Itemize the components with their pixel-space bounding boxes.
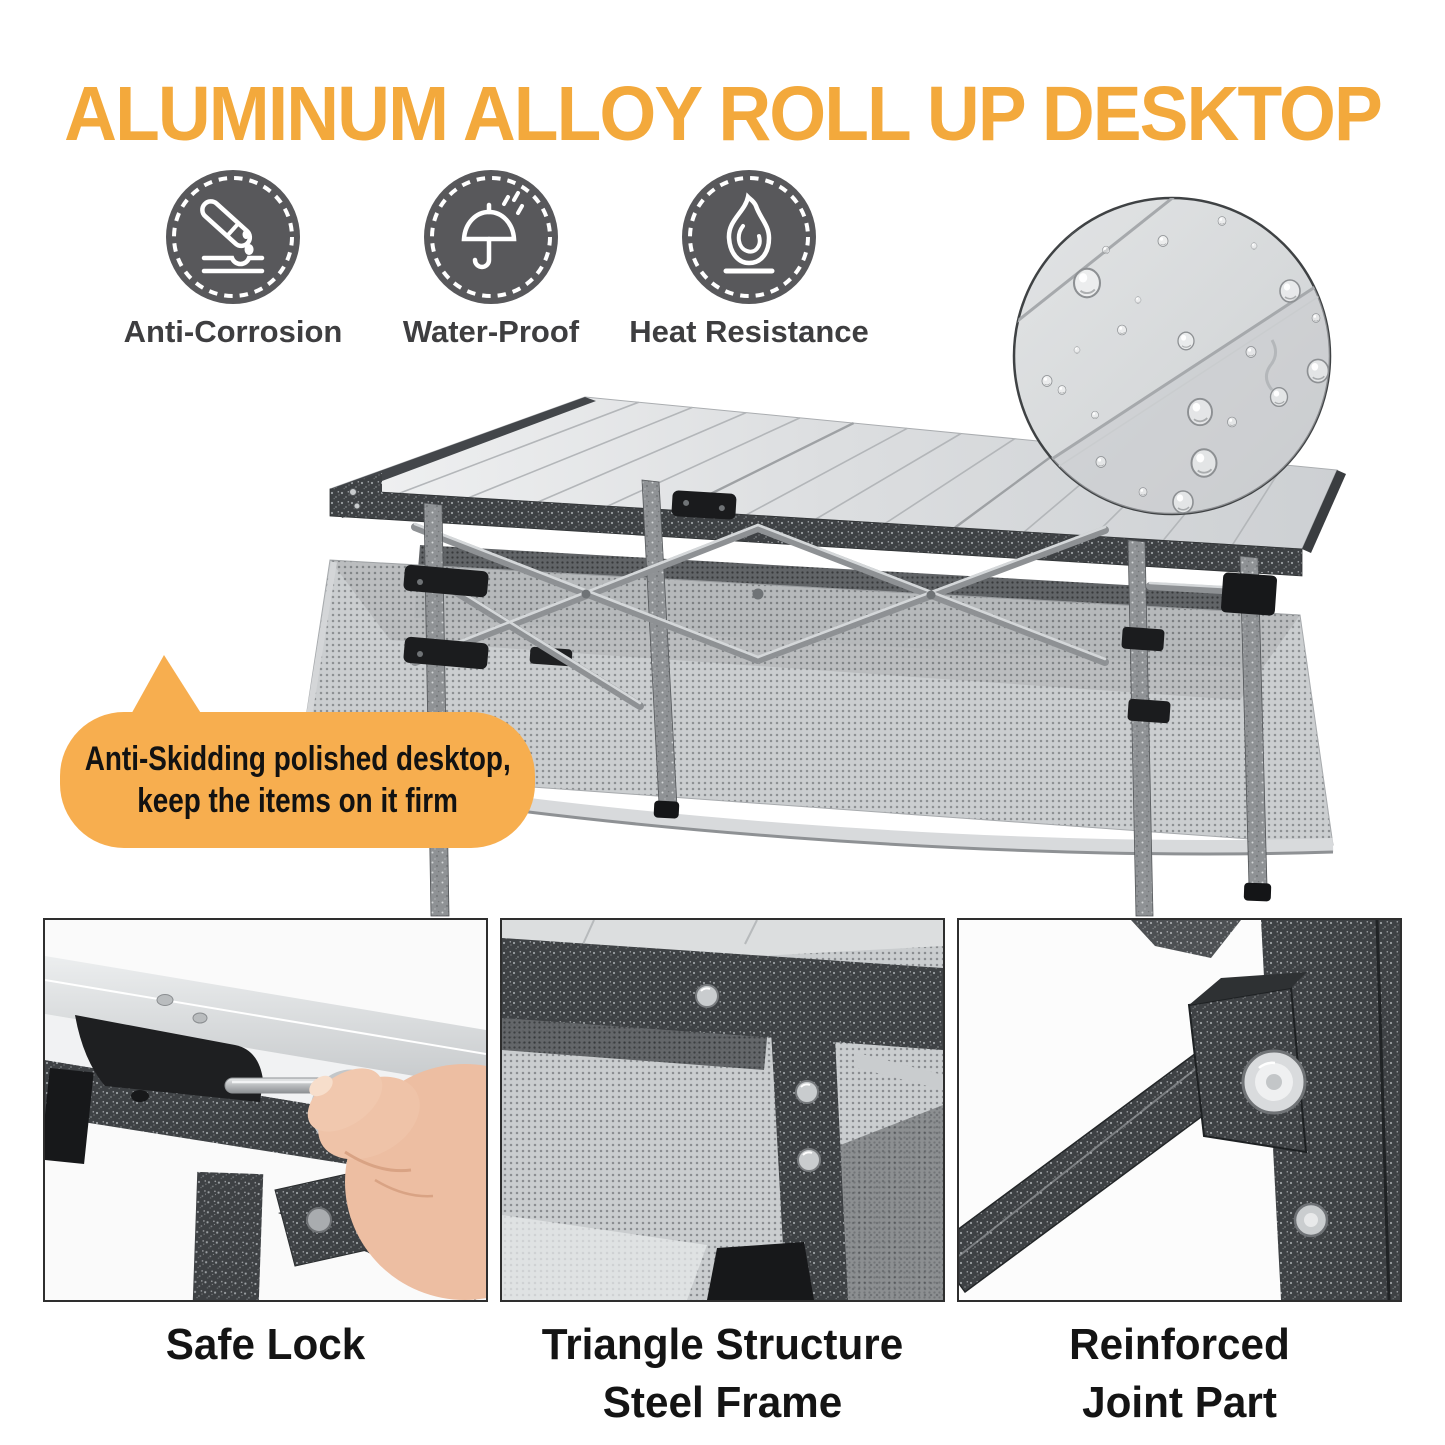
rear-left-leg	[641, 479, 680, 819]
joint-part-photo-panel	[957, 918, 1402, 1302]
water-trail	[1265, 339, 1277, 391]
hand	[307, 1064, 486, 1300]
feature-label: Anti-Corrosion	[123, 314, 343, 349]
safe-lock-pin-photo	[45, 920, 486, 1300]
basket-strap	[707, 1242, 814, 1300]
feature-anti-corrosion: Anti-Corrosion	[103, 170, 363, 350]
flame-icon	[682, 170, 816, 304]
callout-tail	[129, 655, 204, 718]
caption-line: Reinforced	[1069, 1320, 1290, 1369]
lower-rivet	[1293, 1202, 1329, 1238]
feature-badges-row: Anti-Corrosion Water-Proof	[0, 170, 1445, 360]
feature-water-proof: Water-Proof	[361, 170, 621, 350]
rivets	[695, 984, 821, 1172]
fold-hinge	[671, 490, 737, 520]
table-front-rail	[329, 488, 1303, 577]
callout-bubble: Anti-Skidding polished desktop, keep the…	[60, 712, 535, 848]
reinforced-joint-photo	[959, 920, 1400, 1300]
feature-label: Water-Proof	[402, 314, 580, 349]
callout-line-1: Anti-Skidding polished desktop,	[84, 740, 511, 778]
lock-bracket	[75, 1015, 263, 1102]
tabletop-edge	[45, 956, 486, 1088]
feature-heat-resistance: Heat Resistance	[619, 170, 879, 350]
steel-frame	[502, 938, 943, 1300]
caption-line: Joint Part	[1082, 1378, 1277, 1427]
safe-lock-photo-panel	[43, 918, 488, 1302]
table-right-rail	[1302, 470, 1346, 553]
umbrella-rain-icon	[424, 170, 558, 304]
water-drop-lens	[1012, 196, 1332, 516]
page-title: ALUMINUM ALLOY ROLL UP DESKTOP	[64, 71, 1383, 157]
rear-right-leg	[1121, 539, 1171, 917]
table-leg	[1261, 920, 1400, 1300]
feature-label: Heat Resistance	[629, 314, 869, 349]
caption-safe-lock: Safe Lock	[52, 1316, 479, 1374]
scissor-crossbars	[411, 522, 1262, 710]
caption-reinforced-joint: Reinforced Joint Part	[966, 1316, 1393, 1432]
callout-line-2: keep the items on it firm	[137, 782, 458, 820]
triangle-steel-frame-photo	[502, 920, 943, 1300]
table-left-rail	[330, 397, 596, 496]
front-right-leg	[1221, 555, 1277, 902]
test-tube-corrosion-icon	[166, 170, 300, 304]
caption-line: Safe Lock	[165, 1320, 366, 1369]
steel-frame-photo-panel	[500, 918, 945, 1302]
joint-rivet	[1241, 1049, 1307, 1115]
caption-line: Steel Frame	[602, 1378, 843, 1427]
caption-line: Triangle Structure	[541, 1320, 904, 1369]
corner-bracket	[330, 473, 382, 518]
caption-triangle-structure: Triangle Structure Steel Frame	[509, 1316, 936, 1432]
